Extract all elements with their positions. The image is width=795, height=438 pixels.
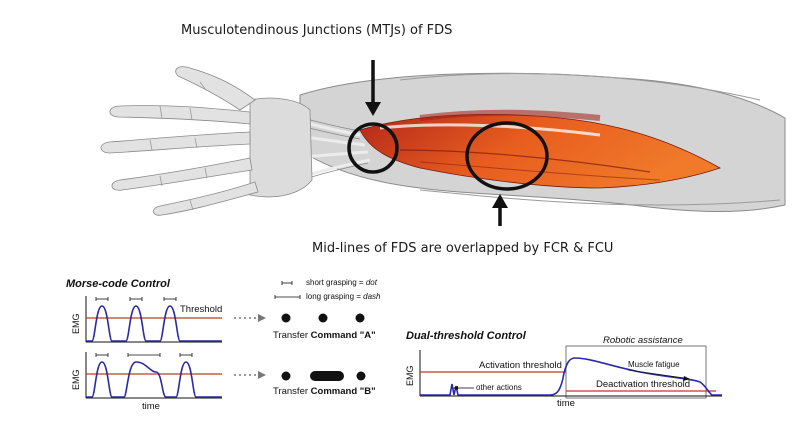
command-b-value: "B" [359,386,376,397]
other-actions-label: other actions [476,383,522,392]
arrow-left-icon [453,386,474,390]
transfer-label: Transfer [273,330,309,341]
muscle-fatigue-label: Muscle fatigue [628,360,680,369]
robotic-assistance-text: Robotic assistance [603,335,683,346]
robotic-assistance-box [565,345,707,399]
deactivation-threshold-label: Deactivation threshold [596,379,690,390]
command-label: Command [310,330,358,341]
arrow-right-icon [627,369,690,381]
legend-short-text: short grasping = dot [306,278,377,287]
transfer-label: Transfer [273,386,309,397]
activation-threshold-label: Activation threshold [479,360,562,371]
legend-long-prefix: long grasping = [306,292,364,301]
thumb [175,66,256,111]
dual-title: Dual-threshold Control [406,330,526,342]
legend-short-marker [281,281,293,285]
robotic-assistance-label: Robotic assistance [603,335,683,346]
emg-signal [420,357,722,396]
arrow-up-icon [492,194,508,226]
bottom-caption: Mid-lines of FDS are overlapped by FCR &… [312,241,614,256]
legend-long-word: dash [363,292,381,301]
arrow-down-icon [365,60,381,116]
morse-xlabel: time [142,401,160,412]
morse-plot-b [85,352,222,399]
morse-plot-a [85,296,222,343]
legend-short-word: dot [365,278,377,287]
morse-threshold-label: Threshold [180,304,223,315]
legend-short-prefix: short grasping = [306,278,366,287]
wrist [249,97,313,198]
legend-long-text: long grasping = dash [306,292,381,301]
command-label: Command [310,386,358,397]
top-caption: Musculotendinous Junctions (MTJs) of FDS [181,23,453,38]
morse-symbols-b [281,371,366,381]
transfer-command-b: Transfer Command "B" [273,386,376,397]
mtj-circle-small [347,122,399,174]
morse-title: Morse-code Control [66,278,170,290]
dual-xlabel: time [557,398,575,409]
dotted-arrow-icon [234,314,266,322]
command-a-value: "A" [359,330,376,341]
legend-long-marker [274,295,301,299]
dual-ylabel: EMG [405,365,415,386]
mtj-circle-large [465,121,549,191]
dotted-arrow-icon [234,371,266,379]
transfer-command-a: Transfer Command "A" [273,330,376,341]
morse-symbols-a [281,313,365,323]
